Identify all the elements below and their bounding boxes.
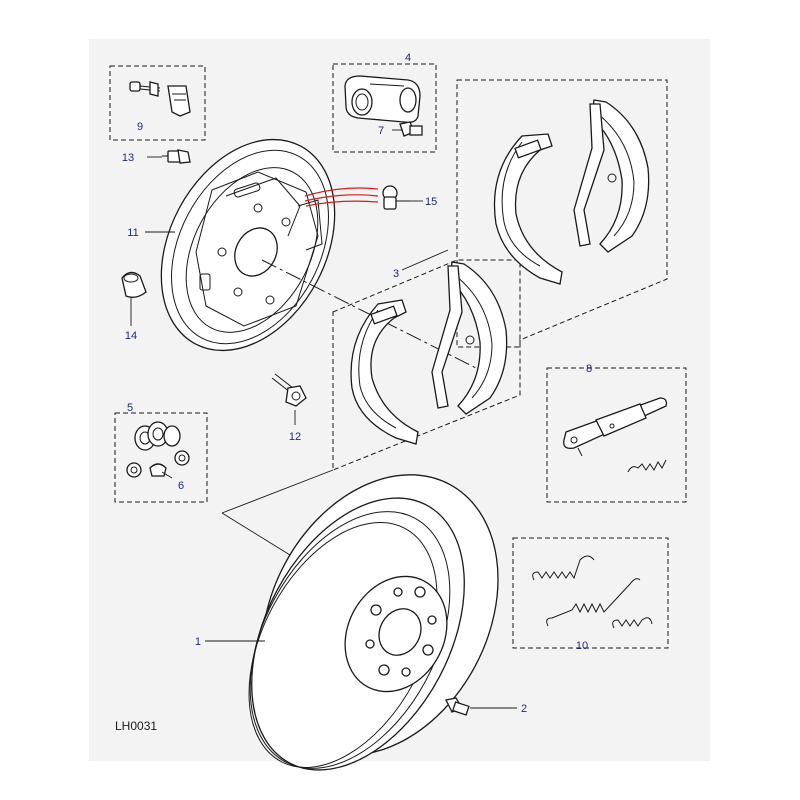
- brake-shoe-lower-right: [431, 261, 508, 415]
- group-box-shoes-lower: [332, 259, 521, 471]
- callout-10: 10: [576, 640, 588, 652]
- bolt-7: [399, 121, 423, 137]
- callout-11: 11: [127, 227, 138, 239]
- group-box-10: [512, 537, 669, 649]
- callout-5: 5: [127, 402, 133, 414]
- brake-shoe-upper-right: [573, 99, 650, 253]
- bleed-screw-15: [382, 185, 410, 210]
- callout-15: 15: [425, 196, 437, 208]
- plug-14: [121, 271, 147, 298]
- leader-lines: [130, 129, 517, 709]
- callout-4: 4: [405, 52, 411, 64]
- callout-7: 7: [378, 125, 384, 137]
- assembly-line: [221, 469, 334, 514]
- callout-12: 12: [289, 431, 301, 443]
- adjuster-kit-8: [563, 397, 668, 473]
- group-box-shoes-upper: [456, 79, 668, 348]
- group-box-9: [109, 65, 206, 141]
- screw-2: [445, 697, 470, 716]
- backing-plate: [160, 138, 336, 352]
- wheel-cylinder-4: [344, 75, 421, 124]
- callout-2: 2: [521, 703, 527, 715]
- brake-pipe: [304, 187, 379, 207]
- callout-9: 9: [137, 121, 143, 133]
- group-box-4: [332, 63, 437, 153]
- bolt-12: [271, 373, 307, 407]
- callout-3: 3: [393, 268, 399, 280]
- callout-8: 8: [586, 363, 592, 375]
- callout-1: 1: [195, 636, 201, 648]
- group-box-5: [114, 412, 208, 503]
- brake-drum: [248, 474, 499, 771]
- figure-code: LH0031: [115, 719, 157, 733]
- callout-6: 6: [178, 480, 184, 492]
- spring-kit-10: [532, 555, 653, 629]
- brake-shoe-lower-left: [350, 299, 419, 445]
- bolt-13: [162, 149, 191, 164]
- assembly-line: [221, 512, 291, 556]
- callout-13: 13: [122, 152, 134, 164]
- bolt-and-clip-9: [129, 81, 191, 117]
- seal-kit-5: [126, 421, 190, 478]
- callout-14: 14: [125, 330, 137, 342]
- group-box-8: [546, 367, 687, 503]
- brake-shoe-upper-left: [493, 133, 563, 285]
